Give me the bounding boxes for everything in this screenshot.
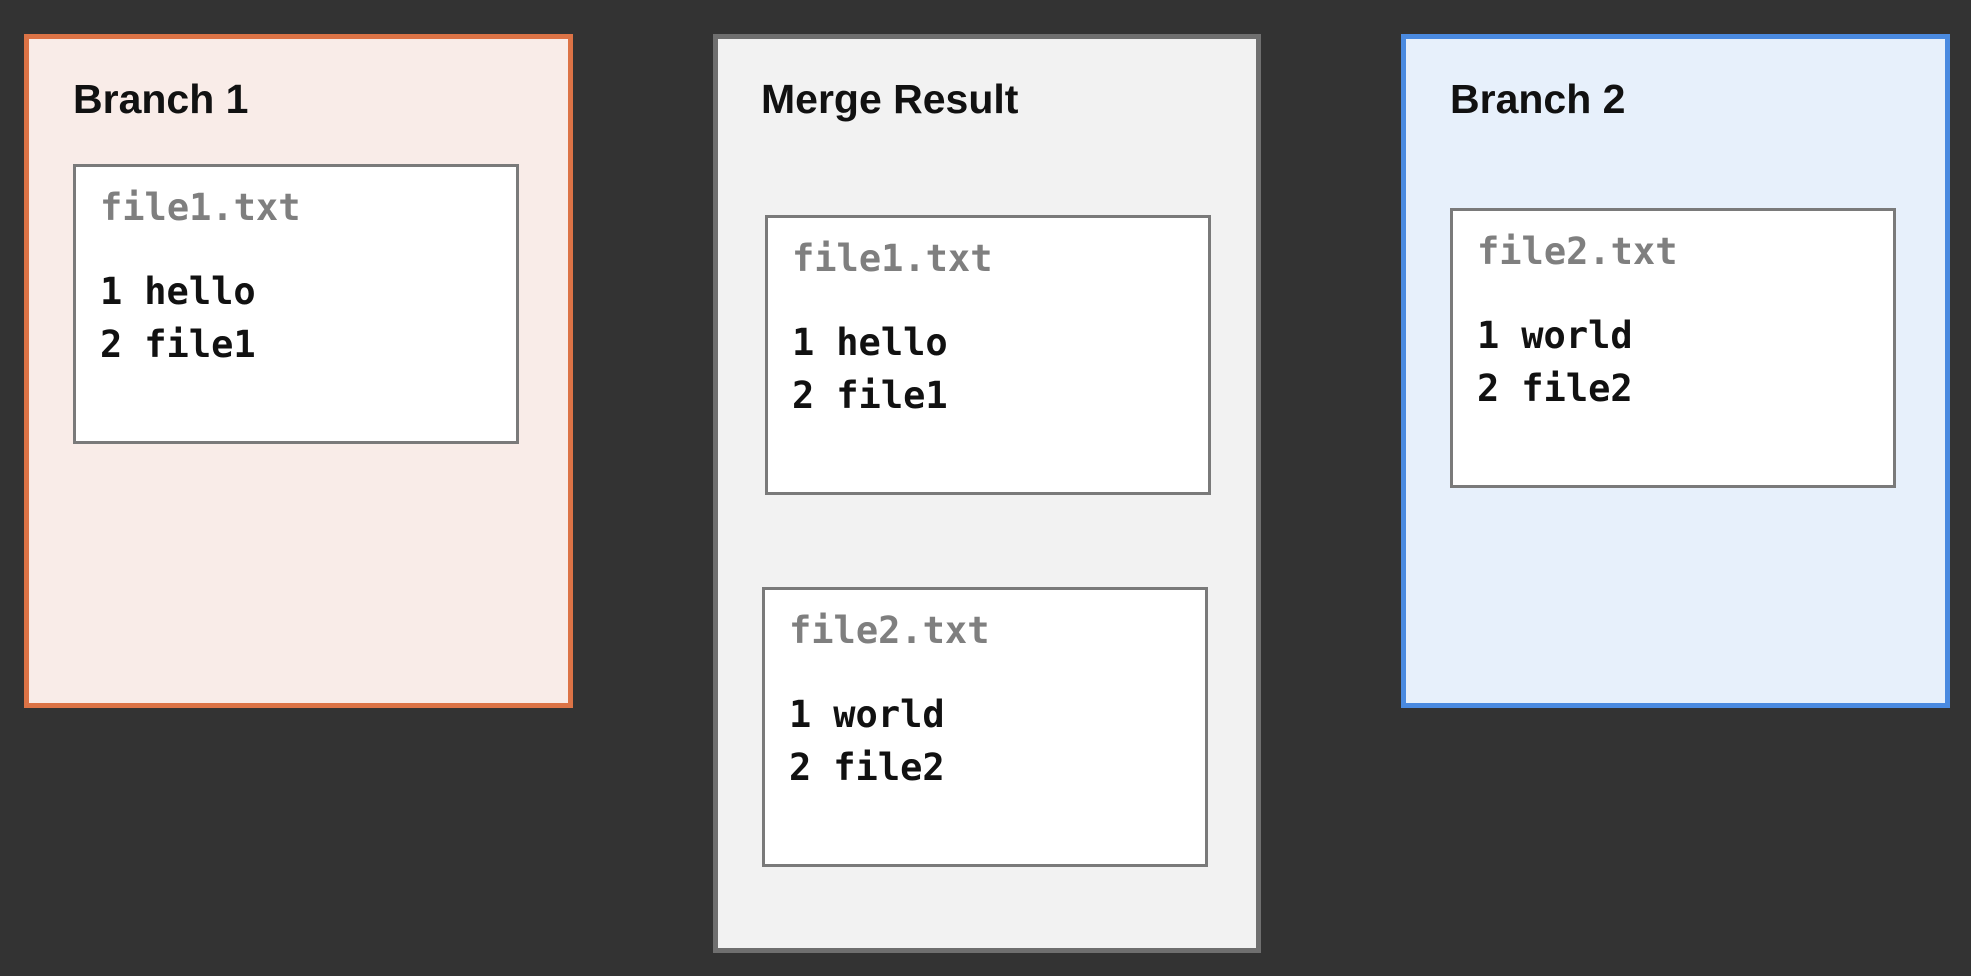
merge-result-title: Merge Result <box>761 76 1019 122</box>
line-text: file2 <box>833 746 945 789</box>
line-text: file1 <box>144 323 256 366</box>
file-line: 1 hello <box>100 265 256 318</box>
file-line: 2 file1 <box>100 318 256 371</box>
merge-file2-card: file2.txt 1 world 2 file2 <box>762 587 1208 867</box>
file-name: file2.txt <box>1477 230 1678 273</box>
merge-result-panel: Merge Result file1.txt 1 hello 2 file1 fil… <box>713 34 1261 953</box>
file-lines: 1 hello 2 file1 <box>100 265 256 371</box>
file-lines: 1 hello 2 file1 <box>792 316 948 422</box>
line-text: hello <box>836 321 948 364</box>
file-line: 2 file2 <box>789 741 945 794</box>
file-name: file1.txt <box>792 237 993 280</box>
file-line: 2 file1 <box>792 369 948 422</box>
line-number: 1 <box>792 321 815 364</box>
line-number: 1 <box>789 693 812 736</box>
file-line: 2 file2 <box>1477 362 1633 415</box>
file-lines: 1 world 2 file2 <box>1477 309 1633 415</box>
line-number: 1 <box>1477 314 1500 357</box>
line-number: 2 <box>1477 367 1500 410</box>
branch-1-panel: Branch 1 file1.txt 1 hello 2 file1 <box>24 34 573 708</box>
file-name: file1.txt <box>100 186 301 229</box>
file-line: 1 hello <box>792 316 948 369</box>
line-number: 2 <box>789 746 812 789</box>
line-text: file1 <box>836 374 948 417</box>
branch-2-file2-card: file2.txt 1 world 2 file2 <box>1450 208 1896 488</box>
file-lines: 1 world 2 file2 <box>789 688 945 794</box>
file-line: 1 world <box>1477 309 1633 362</box>
file-line: 1 world <box>789 688 945 741</box>
line-text: file2 <box>1521 367 1633 410</box>
line-text: hello <box>144 270 256 313</box>
line-number: 1 <box>100 270 123 313</box>
line-text: world <box>1521 314 1633 357</box>
line-text: world <box>833 693 945 736</box>
branch-1-title: Branch 1 <box>73 76 249 122</box>
merge-file1-card: file1.txt 1 hello 2 file1 <box>765 215 1211 495</box>
branch-2-title: Branch 2 <box>1450 76 1626 122</box>
branch-2-panel: Branch 2 file2.txt 1 world 2 file2 <box>1401 34 1950 708</box>
branch-1-file1-card: file1.txt 1 hello 2 file1 <box>73 164 519 444</box>
line-number: 2 <box>792 374 815 417</box>
line-number: 2 <box>100 323 123 366</box>
file-name: file2.txt <box>789 609 990 652</box>
